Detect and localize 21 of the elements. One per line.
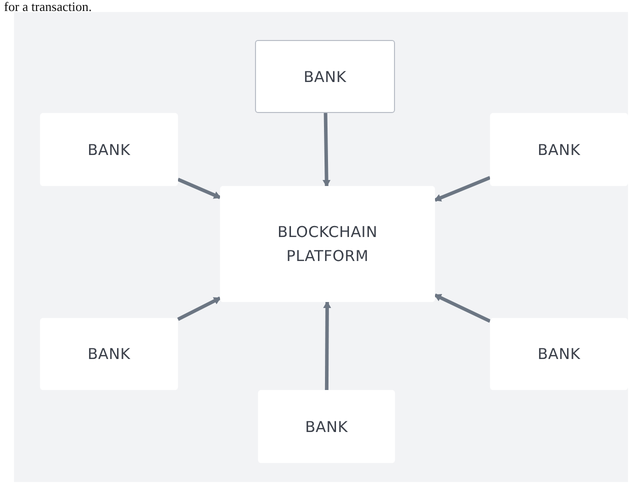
arrow (322, 112, 331, 187)
caption-text: for a transaction. (4, 0, 92, 14)
arrow (434, 294, 491, 323)
bank-box (255, 40, 395, 113)
bank-box (490, 318, 628, 390)
bank-box (258, 390, 395, 463)
platform-box (220, 186, 435, 302)
arrow (177, 296, 221, 321)
bank-box (40, 318, 178, 390)
node-label: BANK (88, 140, 130, 160)
node-label: BANK (305, 416, 348, 438)
arrow (434, 176, 491, 202)
arrow (177, 178, 221, 200)
node-label: BANK (304, 66, 346, 88)
arrow (323, 301, 332, 390)
bank-box (40, 113, 178, 186)
bank-box (490, 113, 628, 186)
node-label: BLOCKCHAIN PLATFORM (276, 222, 379, 267)
node-label: BANK (538, 344, 580, 365)
node-label: BANK (88, 344, 130, 365)
node-label: BANK (538, 140, 580, 160)
